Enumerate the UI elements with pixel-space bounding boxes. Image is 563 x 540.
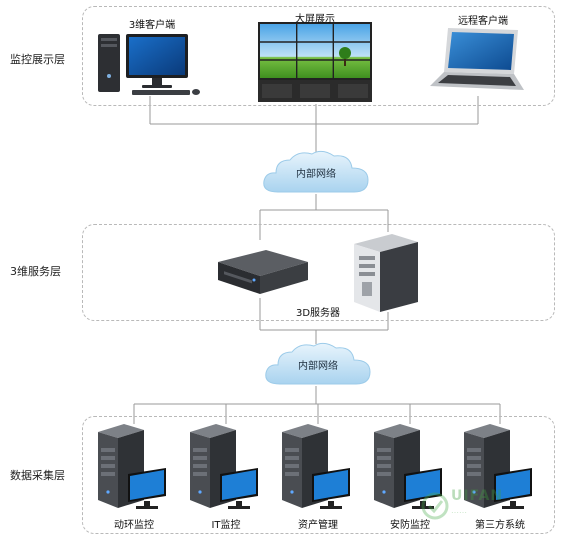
presentation-layer-label: 监控展示层 <box>10 53 65 66</box>
collector-label: 动环监控 <box>114 520 154 531</box>
remote-client-label: 远程客户端 <box>458 16 508 27</box>
server-with-monitor-icon <box>374 424 442 509</box>
tower-server-icon <box>354 234 418 312</box>
watermark: UIFAN …… <box>421 488 561 524</box>
watermark-tagline: …… <box>451 506 467 515</box>
big-screen-label: 大屏展示 <box>295 14 335 25</box>
internal-network-label-top: 内部网络 <box>296 169 336 180</box>
collector-label: 第三方系统 <box>475 520 525 531</box>
internal-network-cloud-top: 内部网络 <box>260 148 372 198</box>
server-3d-label: 3D服务器 <box>295 308 341 319</box>
server-with-monitor-icon <box>464 424 532 509</box>
server-with-monitor-icon <box>282 424 350 509</box>
rack-server-icon <box>218 250 308 294</box>
collector-label: IT监控 <box>211 520 241 531</box>
collection-layer-label: 数据采集层 <box>10 469 65 482</box>
watermark-brand: UIFAN <box>451 488 504 504</box>
server-with-monitor-icon <box>190 424 258 509</box>
collection-layer <box>82 416 555 534</box>
watermark-logo-icon <box>421 492 449 520</box>
collector-label: 资产管理 <box>298 520 338 531</box>
service-layer-label: 3维服务层 <box>10 265 61 278</box>
server-with-monitor-icon <box>98 424 166 509</box>
service-layer <box>82 224 555 321</box>
internal-network-label-bottom: 内部网络 <box>298 361 338 372</box>
laptop-icon <box>430 28 524 90</box>
desktop-computer-icon <box>98 34 200 95</box>
internal-network-cloud-bottom: 内部网络 <box>262 340 374 390</box>
collector-label: 安防监控 <box>390 520 430 531</box>
cloud-icon <box>265 342 371 385</box>
cloud-icon <box>263 150 369 193</box>
presentation-layer <box>82 6 555 106</box>
client-3d-label: 3维客户端 <box>128 20 176 31</box>
video-wall-icon <box>258 22 372 102</box>
